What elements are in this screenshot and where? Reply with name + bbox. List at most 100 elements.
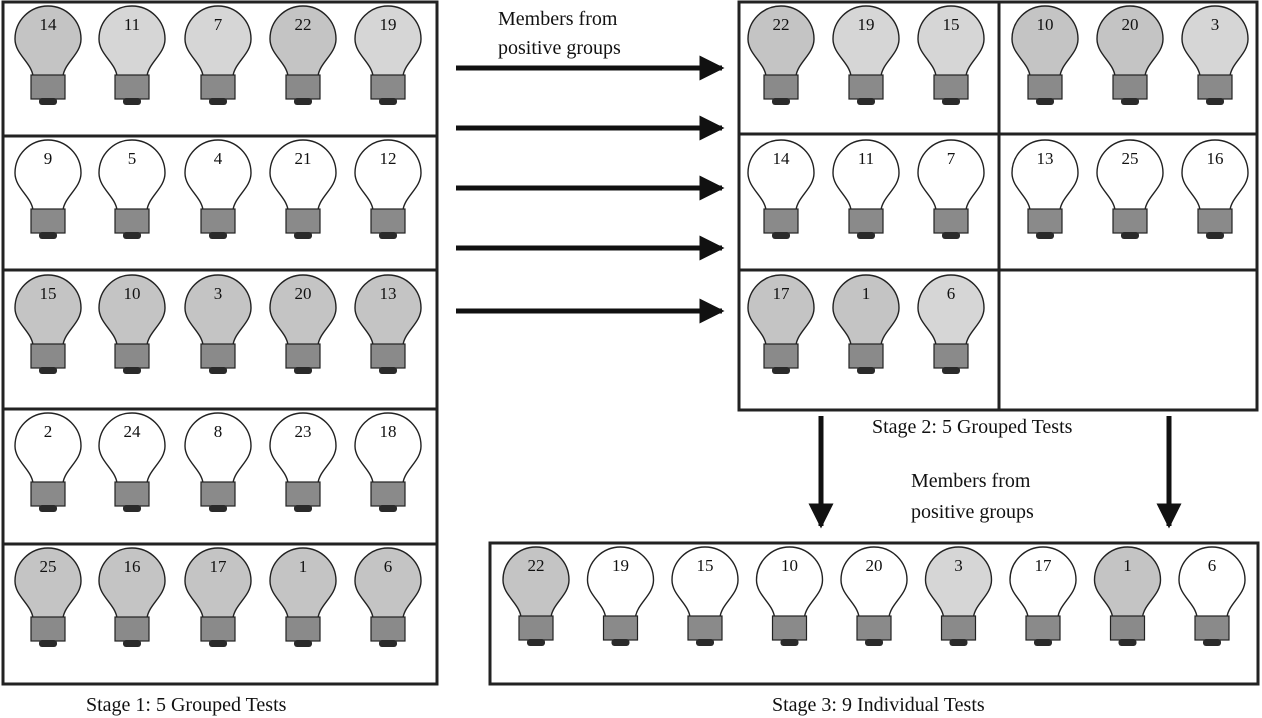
bulb-base xyxy=(848,74,884,100)
light-bulb: 7 xyxy=(184,5,252,105)
bulb-number: 25 xyxy=(1122,149,1139,168)
bulb-number: 21 xyxy=(295,149,312,168)
bulb-number: 11 xyxy=(124,15,140,34)
bulb-tip xyxy=(209,367,227,374)
bulb-glass xyxy=(1011,139,1079,211)
bulb-glass xyxy=(840,546,908,618)
bulb-base xyxy=(30,208,66,234)
bulb-number: 1 xyxy=(862,284,871,303)
bulb-glass xyxy=(747,5,815,77)
bulb-tip xyxy=(857,98,875,105)
bulb-tip xyxy=(294,98,312,105)
light-bulb: 24 xyxy=(98,412,166,512)
bulb-base xyxy=(856,615,892,641)
arrow-label-top-line2: positive groups xyxy=(498,37,621,59)
bulb-base xyxy=(763,208,799,234)
bulb-tip xyxy=(39,367,57,374)
bulb-tip xyxy=(865,639,883,646)
bulb-number: 14 xyxy=(40,15,58,34)
light-bulb: 6 xyxy=(354,547,422,647)
arrow-label-bottom-line1: Members from xyxy=(911,470,1031,492)
bulb-number: 15 xyxy=(40,284,57,303)
bulb-number: 24 xyxy=(124,422,142,441)
bulb-base xyxy=(200,343,236,369)
bulb-glass xyxy=(98,5,166,77)
bulb-base xyxy=(1194,615,1230,641)
bulb-tip xyxy=(772,232,790,239)
light-bulb: 12 xyxy=(354,139,422,239)
light-bulb: 17 xyxy=(1009,546,1077,646)
bulb-glass xyxy=(755,546,824,618)
light-bulb: 21 xyxy=(269,139,337,239)
bulb-number: 7 xyxy=(214,15,223,34)
stage2-to-stage3-arrows xyxy=(808,416,1182,529)
bulb-tip xyxy=(611,639,630,646)
light-bulb: 15 xyxy=(671,546,739,646)
bulb-number: 12 xyxy=(380,149,397,168)
bulb-glass xyxy=(832,274,900,346)
bulb-tip xyxy=(379,98,397,105)
light-bulb: 22 xyxy=(269,5,337,105)
bulb-tip xyxy=(209,640,227,647)
bulb-number: 9 xyxy=(44,149,53,168)
bulb-number: 20 xyxy=(1122,15,1139,34)
light-bulb: 19 xyxy=(354,5,422,105)
bulb-number: 16 xyxy=(1207,149,1224,168)
bulb-base xyxy=(1027,74,1063,100)
light-bulb: 20 xyxy=(269,274,337,374)
bulb-base xyxy=(370,74,406,100)
bulb-glass xyxy=(354,139,422,211)
bulb-glass xyxy=(502,546,570,618)
bulb-number: 18 xyxy=(380,422,397,441)
light-bulb: 16 xyxy=(1181,139,1249,239)
bulb-number: 5 xyxy=(128,149,137,168)
bulb-glass xyxy=(1096,139,1164,211)
bulb-number: 20 xyxy=(866,556,883,575)
bulb-number: 1 xyxy=(299,557,308,576)
light-bulb: 1 xyxy=(269,547,337,647)
light-bulb: 11 xyxy=(98,5,166,105)
light-bulb: 6 xyxy=(1178,546,1246,646)
bulb-glass xyxy=(1096,5,1164,77)
bulb-base xyxy=(370,616,406,642)
bulb-glass xyxy=(1178,546,1246,618)
bulb-tip xyxy=(527,639,545,646)
light-bulb: 5 xyxy=(98,139,166,239)
bulb-tip xyxy=(857,232,875,239)
bulb-tip xyxy=(1036,98,1054,105)
light-bulb: 19 xyxy=(832,5,900,105)
light-bulb: 18 xyxy=(354,412,422,512)
bulb-glass xyxy=(1009,546,1077,618)
light-bulb: 22 xyxy=(747,5,815,105)
bulb-tip xyxy=(1118,639,1137,646)
bulb-tip xyxy=(942,232,960,239)
bulb-tip xyxy=(294,367,312,374)
bulb-tip xyxy=(772,367,790,374)
bulb-tip xyxy=(123,367,141,374)
bulb-glass xyxy=(1011,5,1079,77)
bulb-tip xyxy=(1034,639,1052,646)
light-bulb: 17 xyxy=(747,274,815,374)
bulb-base xyxy=(30,74,66,100)
arrow-label-top-line1: Members from xyxy=(498,8,618,30)
stage2-caption: Stage 2: 5 Grouped Tests xyxy=(872,416,1073,438)
bulb-glass xyxy=(832,5,900,77)
bulb-glass xyxy=(1093,546,1162,618)
light-bulb: 13 xyxy=(354,274,422,374)
light-bulb: 22 xyxy=(502,546,570,646)
bulb-glass xyxy=(924,546,993,618)
light-bulb: 10 xyxy=(1011,5,1079,105)
bulb-glass xyxy=(14,5,82,77)
bulb-base xyxy=(1112,208,1148,234)
bulb-glass xyxy=(98,412,166,484)
light-bulb: 15 xyxy=(917,5,985,105)
bulb-number: 25 xyxy=(40,557,57,576)
bulb-number: 3 xyxy=(954,556,963,575)
bulb-tip xyxy=(379,367,397,374)
bulb-number: 13 xyxy=(380,284,397,303)
bulb-number: 19 xyxy=(858,15,875,34)
